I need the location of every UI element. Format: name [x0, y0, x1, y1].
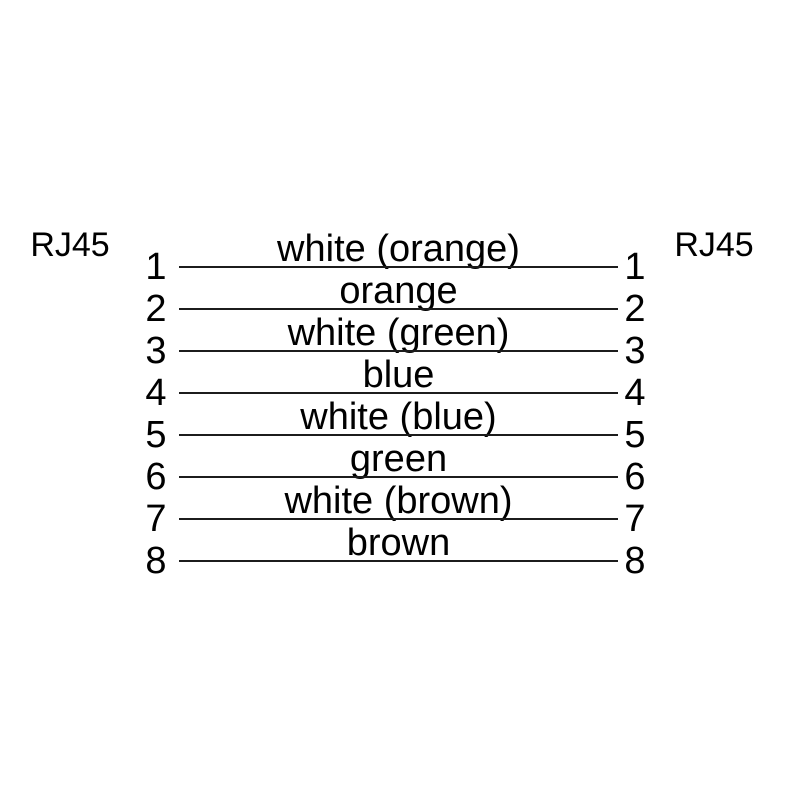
wire-row: 3 white (green) 3 — [0, 310, 800, 372]
wire-line — [179, 560, 618, 562]
pin-number-right: 4 — [624, 372, 646, 414]
wire-color-label: white (blue) — [300, 396, 497, 438]
wire-row: 4 blue 4 — [0, 352, 800, 414]
pin-number-left: 4 — [145, 372, 167, 414]
wire-row: 6 green 6 — [0, 436, 800, 498]
connector-label-left: RJ45 — [30, 226, 110, 264]
pin-number-right: 5 — [624, 414, 646, 456]
pin-number-left: 6 — [145, 456, 167, 498]
wire-color-label: blue — [362, 354, 435, 396]
wire-color-label: white (brown) — [284, 480, 513, 522]
wire-color-label: brown — [346, 522, 451, 564]
wire-row: 1 white (orange) 1 — [0, 226, 800, 288]
wire-row: 5 white (blue) 5 — [0, 394, 800, 456]
pin-number-left: 5 — [145, 414, 167, 456]
wire-row: 7 white (brown) 7 — [0, 478, 800, 540]
wire-line — [179, 518, 618, 520]
pin-number-right: 1 — [624, 246, 646, 288]
wire-color-label: white (green) — [287, 312, 510, 354]
wire-color-label: green — [349, 438, 448, 480]
wire-color-label: orange — [339, 270, 458, 312]
pin-number-right: 2 — [624, 288, 646, 330]
wire-line — [179, 350, 618, 352]
pin-number-left: 7 — [145, 498, 167, 540]
wire-line — [179, 308, 618, 310]
wire-line — [179, 434, 618, 436]
wire-line — [179, 266, 618, 268]
wire-row: 8 brown 8 — [0, 520, 800, 582]
pin-number-right: 7 — [624, 498, 646, 540]
wire-color-label: white (orange) — [277, 228, 520, 270]
connector-label-right: RJ45 — [674, 226, 754, 264]
pin-number-left: 8 — [145, 540, 167, 582]
wire-row: 2 orange 2 — [0, 268, 800, 330]
wire-line — [179, 476, 618, 478]
pin-number-right: 3 — [624, 330, 646, 372]
pin-number-left: 1 — [145, 246, 167, 288]
pin-number-right: 8 — [624, 540, 646, 582]
pin-number-right: 6 — [624, 456, 646, 498]
pin-number-left: 2 — [145, 288, 167, 330]
wire-line — [179, 392, 618, 394]
pin-number-left: 3 — [145, 330, 167, 372]
